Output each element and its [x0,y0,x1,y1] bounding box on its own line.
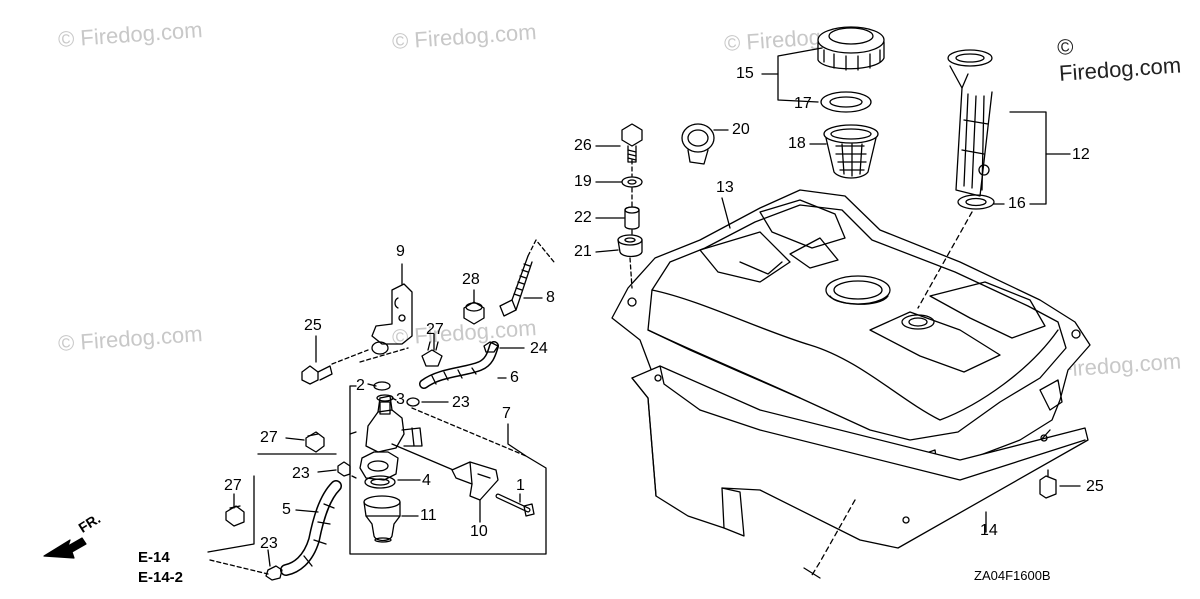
callout-18: 18 [788,135,806,152]
cock-bracket [371,283,413,355]
callout-4: 4 [422,472,431,489]
fuel-cock [359,394,499,501]
callout-2: 2 [356,377,365,394]
gasket [820,91,872,113]
fuel-gauge [947,49,993,197]
callout-10: 10 [470,523,488,540]
callout-5: 5 [282,501,291,518]
callout-3: 3 [396,391,405,408]
callout-19: 19 [574,173,592,190]
callout-14: 14 [980,522,998,539]
callout-17: 17 [794,95,812,112]
callout-22: 22 [574,209,592,226]
sediment-cup [363,495,401,543]
callout-24: 24 [530,340,548,357]
callout-12: 12 [1072,146,1090,163]
callout-20: 20 [732,121,750,138]
section-ref-e14-2: E-14-2 [138,569,184,586]
bolt-8 [499,239,555,317]
callout-27-middle: 27 [260,429,278,446]
callout-27-top: 27 [426,321,444,338]
callout-23-left: 23 [292,465,310,482]
callout-16: 16 [1008,195,1026,212]
strainer [823,124,879,179]
mount-bolt [621,123,643,163]
callout-9: 9 [396,243,405,260]
callout-23-lower: 23 [260,535,278,552]
callout-13: 13 [716,179,734,196]
callout-15: 15 [736,65,754,82]
callout-27-lower: 27 [224,477,242,494]
callout-1: 1 [516,477,525,494]
front-arrow [43,537,87,559]
fuel-cap [817,26,885,71]
callout-21: 21 [574,243,592,260]
section-ref-e14: E-14 [138,549,170,566]
callout-8: 8 [546,289,555,306]
base-plate [631,365,1089,549]
callout-23-cock: 23 [452,394,470,411]
callout-11: 11 [420,507,437,524]
callout-28: 28 [462,271,480,288]
callout-6: 6 [510,369,519,386]
diagram-code: ZA04F1600B [974,568,1051,583]
callout-7: 7 [502,405,511,422]
band-clip [681,123,715,165]
callout-26: 26 [574,137,592,154]
callout-25-right: 25 [1086,478,1104,495]
callout-25-left: 25 [304,317,322,334]
grommet [617,234,643,258]
